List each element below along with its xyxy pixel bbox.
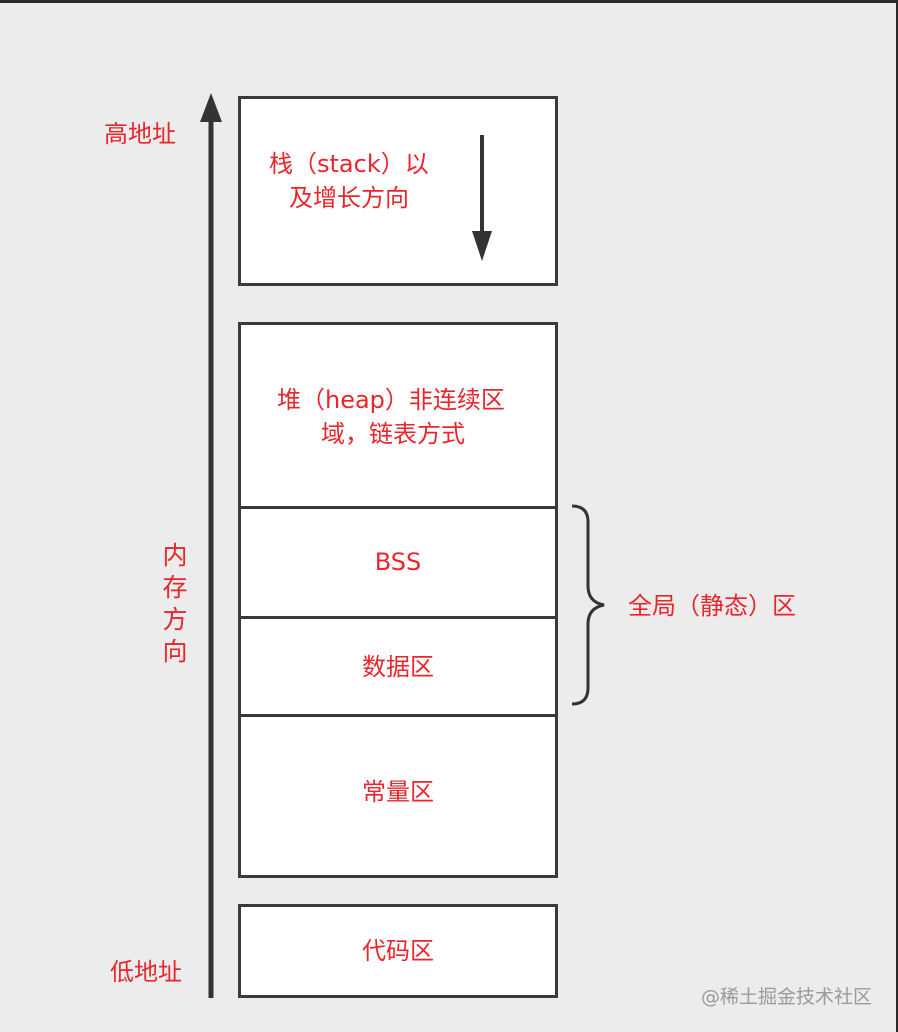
data-label: 数据区 (362, 653, 434, 681)
top-border (0, 0, 898, 3)
right-border (896, 0, 898, 1032)
memory-segments-box: 堆（heap）非连续区 域，链表方式 BSS 数据区 常量区 (238, 322, 558, 878)
const-label: 常量区 (362, 778, 434, 806)
watermark: @稀土掘金技术社区 (700, 986, 872, 1008)
stack-label-line1: 栈（stack）以 (269, 150, 429, 178)
memory-direction-char: 向 (162, 637, 188, 666)
memory-direction-char: 内 (162, 541, 188, 570)
divider (241, 714, 555, 717)
heap-label-line1: 堆（heap）非连续区 (277, 386, 505, 414)
data-segment: 数据区 (241, 619, 555, 715)
heap-label-line2: 域，链表方式 (321, 420, 465, 448)
brace-icon (571, 504, 605, 706)
high-address-label: 高地址 (104, 120, 176, 148)
stack-label: 栈（stack）以 及增长方向 (269, 147, 429, 215)
heap-segment: 堆（heap）非连续区 域，链表方式 (241, 325, 555, 507)
code-box: 代码区 (238, 904, 558, 998)
heap-label: 堆（heap）非连续区 域，链表方式 (277, 383, 505, 451)
global-static-label: 全局（静态）区 (628, 592, 796, 620)
bss-segment: BSS (241, 509, 555, 617)
bss-label: BSS (374, 548, 422, 576)
stack-box: 栈（stack）以 及增长方向 (238, 96, 558, 286)
memory-direction-char: 存 (162, 573, 188, 602)
stack-label-line2: 及增长方向 (289, 184, 409, 212)
low-address-label: 低地址 (110, 958, 182, 986)
divider (241, 506, 555, 509)
const-segment: 常量区 (241, 717, 555, 875)
stack-growth-arrow-icon (472, 135, 492, 261)
divider (241, 616, 555, 619)
code-label: 代码区 (362, 937, 434, 965)
memory-direction-label: 内 存 方 向 (160, 540, 190, 668)
memory-direction-arrow-icon (200, 93, 222, 998)
memory-direction-char: 方 (162, 605, 188, 634)
